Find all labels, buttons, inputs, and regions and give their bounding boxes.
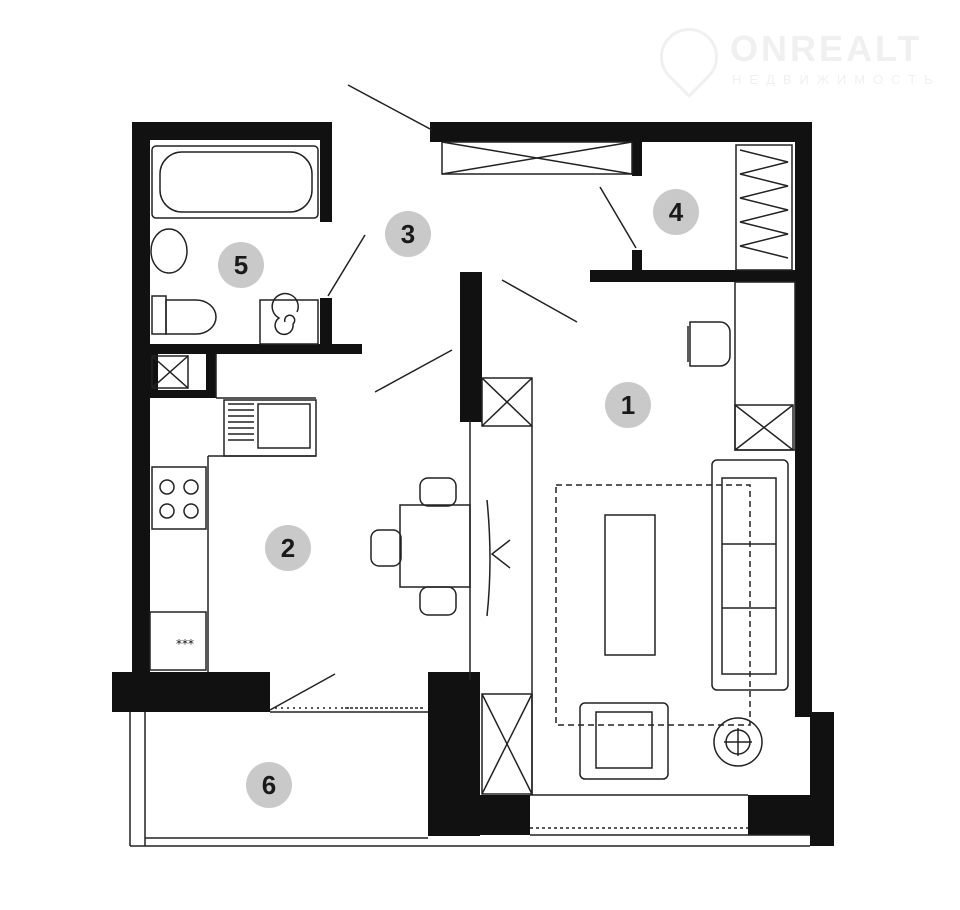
watermark-title: ONREALT [730, 28, 923, 69]
fridge-marks: *** [176, 637, 194, 651]
room-6-badge: 6 [246, 762, 292, 808]
room-4-badge: 4 [653, 189, 699, 235]
watermark-subtitle: НЕДВИЖИМОСТЬ [732, 72, 941, 87]
room-5-badge: 5 [218, 242, 264, 288]
room-1-badge: 1 [605, 382, 651, 428]
fixtures [129, 84, 810, 847]
room-2-badge: 2 [265, 525, 311, 571]
walls [112, 122, 834, 846]
svg-text:***: *** [176, 637, 194, 651]
room-3-badge: 3 [385, 211, 431, 257]
